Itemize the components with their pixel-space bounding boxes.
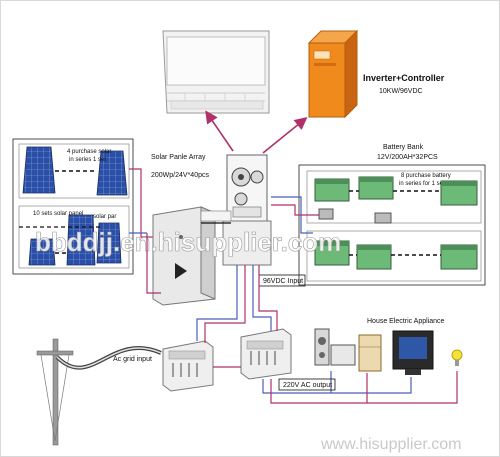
solar-series-note-2: in series 1 set (69, 157, 106, 163)
distribution-panel-top (162, 30, 270, 114)
arrow-to-distribution-panel (205, 110, 234, 152)
inverter-controller-unit (307, 29, 359, 119)
tv-appliance (392, 330, 434, 375)
solar-array-spec: 200Wp/24V*40pcs (151, 172, 209, 179)
inverter-to-ac-wire-2 (204, 265, 246, 343)
footer-watermark: www.hisupplier.com (320, 436, 462, 453)
dc-input-label: 96VDC Input (263, 278, 303, 285)
combiner-inverter-link (200, 210, 232, 222)
battery-6 (440, 244, 478, 270)
grid-cable-inner (56, 347, 162, 369)
solar-sets-note: 10 sets solar panel (33, 211, 83, 217)
solar-panel-bottom-mid (66, 214, 96, 266)
solar-array-title: Solar Panle Array (151, 154, 206, 161)
solar-group-1-box (18, 143, 130, 199)
solar-par-note: solar par (93, 214, 116, 220)
light-bulb (451, 349, 463, 366)
battery-group-2-box (306, 230, 482, 282)
battery-bank-title: Battery Bank (383, 144, 424, 151)
battery-bank-spec: 12V/200AH*32PCS (377, 154, 438, 161)
ac-distribution-box-left (162, 340, 214, 392)
inverter-to-ac-wire-1 (196, 265, 238, 341)
battery-2 (358, 176, 394, 200)
ac-output-wire-blue (262, 377, 412, 394)
central-inverter-cabinet (222, 154, 272, 266)
inverter-to-ac-wire-4 (258, 265, 278, 331)
solar-to-combiner-wire (146, 233, 161, 294)
battery-5 (356, 244, 392, 270)
inverter-to-ac-wire-3 (252, 265, 272, 331)
solar-panel-top-right (96, 150, 128, 196)
ac-output-label: 220V AC output (283, 382, 332, 389)
inverter-rating-label: 10KW/96VDC (379, 88, 423, 95)
ac-distribution-box-right (240, 328, 292, 380)
battery-group-1-box (306, 170, 482, 224)
ac-output-box (278, 378, 336, 391)
battery-bank-frame (298, 164, 486, 286)
grid-pole (36, 338, 74, 446)
battery-breaker (318, 208, 392, 224)
solar-panel-bottom-left (28, 238, 56, 266)
inverter-controller-label: Inverter+Controller (363, 73, 445, 83)
battery-1 (314, 178, 350, 202)
solar-group-2-box (18, 205, 130, 269)
ac-grid-input-label: Ac grid input (113, 356, 152, 363)
battery-3 (440, 180, 478, 206)
stereo-appliance (314, 328, 356, 366)
battery-parallel-wire-2 (271, 204, 321, 216)
arrow-to-inverter (262, 116, 308, 154)
solar-panel-top-left (22, 146, 56, 194)
solar-panel-bottom-right (96, 222, 122, 264)
ac-output-wire-magenta (270, 371, 458, 404)
fridge-appliance (358, 334, 382, 372)
solar-array-frame (12, 138, 134, 275)
battery-series-note-2: in series for 1 set (399, 181, 445, 187)
battery-series-note-1: 8 purchase battery (401, 173, 451, 179)
battery-4 (314, 240, 350, 266)
house-appliance-label: House Electric Appliance (367, 318, 445, 325)
solar-series-note-1: 4 purchase solar (67, 149, 111, 155)
combiner-box (152, 206, 216, 306)
watermark-text: bbddjj.en.hisupplier.com (35, 227, 341, 257)
